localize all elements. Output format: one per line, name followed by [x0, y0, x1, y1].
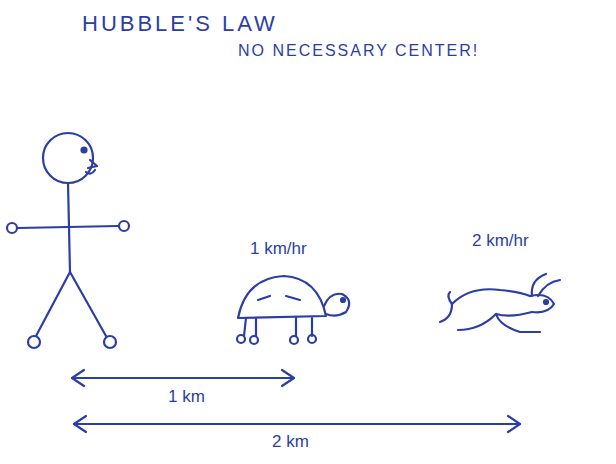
- speed-label: 2 km/hr: [470, 232, 531, 251]
- subtitle-note: NO NECESSARY CENTER!: [236, 42, 481, 60]
- stick-figure: [7, 133, 129, 348]
- turtle: [237, 276, 349, 344]
- distance-label: 1 km: [166, 388, 207, 407]
- distance-arrows: [72, 370, 520, 432]
- distance-label: 2 km: [270, 433, 311, 452]
- title-heading: HUBBLE'S LAW: [80, 12, 280, 36]
- rabbit: [440, 274, 560, 332]
- speed-label: 1 km/hr: [248, 240, 309, 259]
